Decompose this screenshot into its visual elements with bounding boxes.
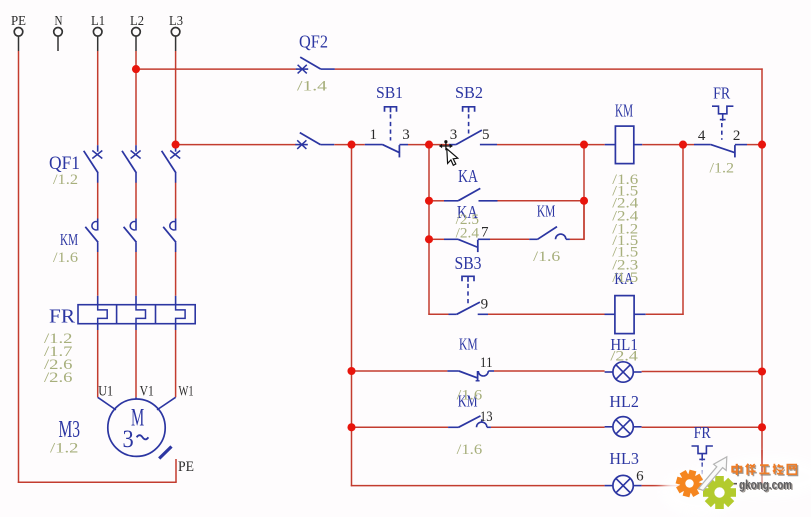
svg-text:SB3: SB3	[455, 253, 482, 273]
svg-text:5: 5	[482, 127, 490, 143]
svg-text:9: 9	[481, 297, 489, 313]
svg-text:PE: PE	[11, 14, 26, 29]
svg-text:SB2: SB2	[455, 83, 483, 102]
svg-text:/1.2: /1.2	[710, 161, 735, 177]
svg-text:/2.4: /2.4	[612, 195, 639, 211]
svg-text:3: 3	[402, 127, 410, 143]
svg-text:7: 7	[481, 224, 489, 240]
svg-text:/1.7: /1.7	[44, 344, 73, 360]
svg-text:gkong.com: gkong.com	[739, 477, 792, 492]
svg-text:KA: KA	[457, 202, 478, 222]
svg-text:FR: FR	[713, 84, 730, 103]
svg-text:KM: KM	[615, 101, 633, 121]
svg-text:/1.2: /1.2	[44, 331, 73, 347]
svg-text:KM: KM	[60, 230, 78, 249]
svg-text:1: 1	[370, 127, 378, 143]
svg-text:L2: L2	[130, 14, 144, 29]
svg-text:W1: W1	[179, 384, 194, 400]
svg-text:U1: U1	[98, 384, 113, 400]
svg-text:/2.4: /2.4	[456, 226, 480, 242]
svg-text:/1.6: /1.6	[612, 172, 638, 188]
svg-text:/1.6: /1.6	[457, 388, 483, 404]
svg-text:/1.2: /1.2	[53, 172, 78, 188]
svg-text:V1: V1	[140, 384, 154, 400]
svg-text:QF1: QF1	[49, 154, 80, 174]
svg-text:/1.2: /1.2	[612, 221, 638, 237]
svg-text:/1.5: /1.5	[612, 184, 638, 200]
svg-text:/1.2: /1.2	[50, 441, 78, 457]
svg-text:L3: L3	[169, 14, 183, 29]
svg-text:KM: KM	[537, 202, 556, 221]
svg-text:13: 13	[480, 409, 493, 425]
svg-text:/1.4: /1.4	[297, 79, 328, 95]
svg-text:KM: KM	[458, 392, 478, 411]
svg-text:/1.5: /1.5	[612, 245, 638, 261]
svg-text:M3: M3	[59, 417, 81, 443]
svg-text:/1.6: /1.6	[53, 250, 78, 266]
svg-text:/2.3: /2.3	[612, 258, 638, 274]
svg-text:6: 6	[636, 469, 644, 485]
svg-text:KA: KA	[614, 269, 633, 288]
svg-text:/2.4: /2.4	[612, 208, 639, 224]
svg-text:FR: FR	[694, 423, 711, 442]
svg-text:KM: KM	[459, 335, 478, 354]
svg-text:PE: PE	[178, 459, 194, 475]
svg-text:/1.5: /1.5	[612, 270, 638, 286]
svg-text:HL1: HL1	[610, 335, 637, 354]
svg-text:KA: KA	[458, 166, 478, 186]
svg-text:N: N	[55, 14, 63, 29]
svg-text:/2.6: /2.6	[44, 357, 73, 373]
svg-text:/1.6: /1.6	[457, 442, 483, 458]
svg-text:HL3: HL3	[609, 449, 639, 468]
svg-text:2: 2	[733, 128, 741, 144]
svg-text:/1.5: /1.5	[612, 233, 638, 249]
svg-text:SB1: SB1	[376, 83, 403, 102]
svg-text:11: 11	[480, 355, 493, 371]
svg-text:3: 3	[450, 127, 458, 143]
svg-text:/1.6: /1.6	[533, 249, 560, 265]
svg-text:L1: L1	[91, 14, 105, 29]
svg-text:4: 4	[698, 128, 706, 144]
svg-text:/2.5: /2.5	[456, 212, 479, 228]
svg-text:/2.4: /2.4	[610, 349, 638, 365]
svg-text:HL2: HL2	[609, 392, 639, 411]
svg-text:M: M	[131, 404, 144, 431]
svg-text:FR: FR	[49, 305, 76, 327]
svg-text:gkong.com: gkong.com	[740, 478, 793, 493]
svg-text:QF2: QF2	[299, 32, 328, 52]
svg-text:/2.6: /2.6	[44, 370, 73, 386]
svg-text:3: 3	[123, 426, 134, 453]
